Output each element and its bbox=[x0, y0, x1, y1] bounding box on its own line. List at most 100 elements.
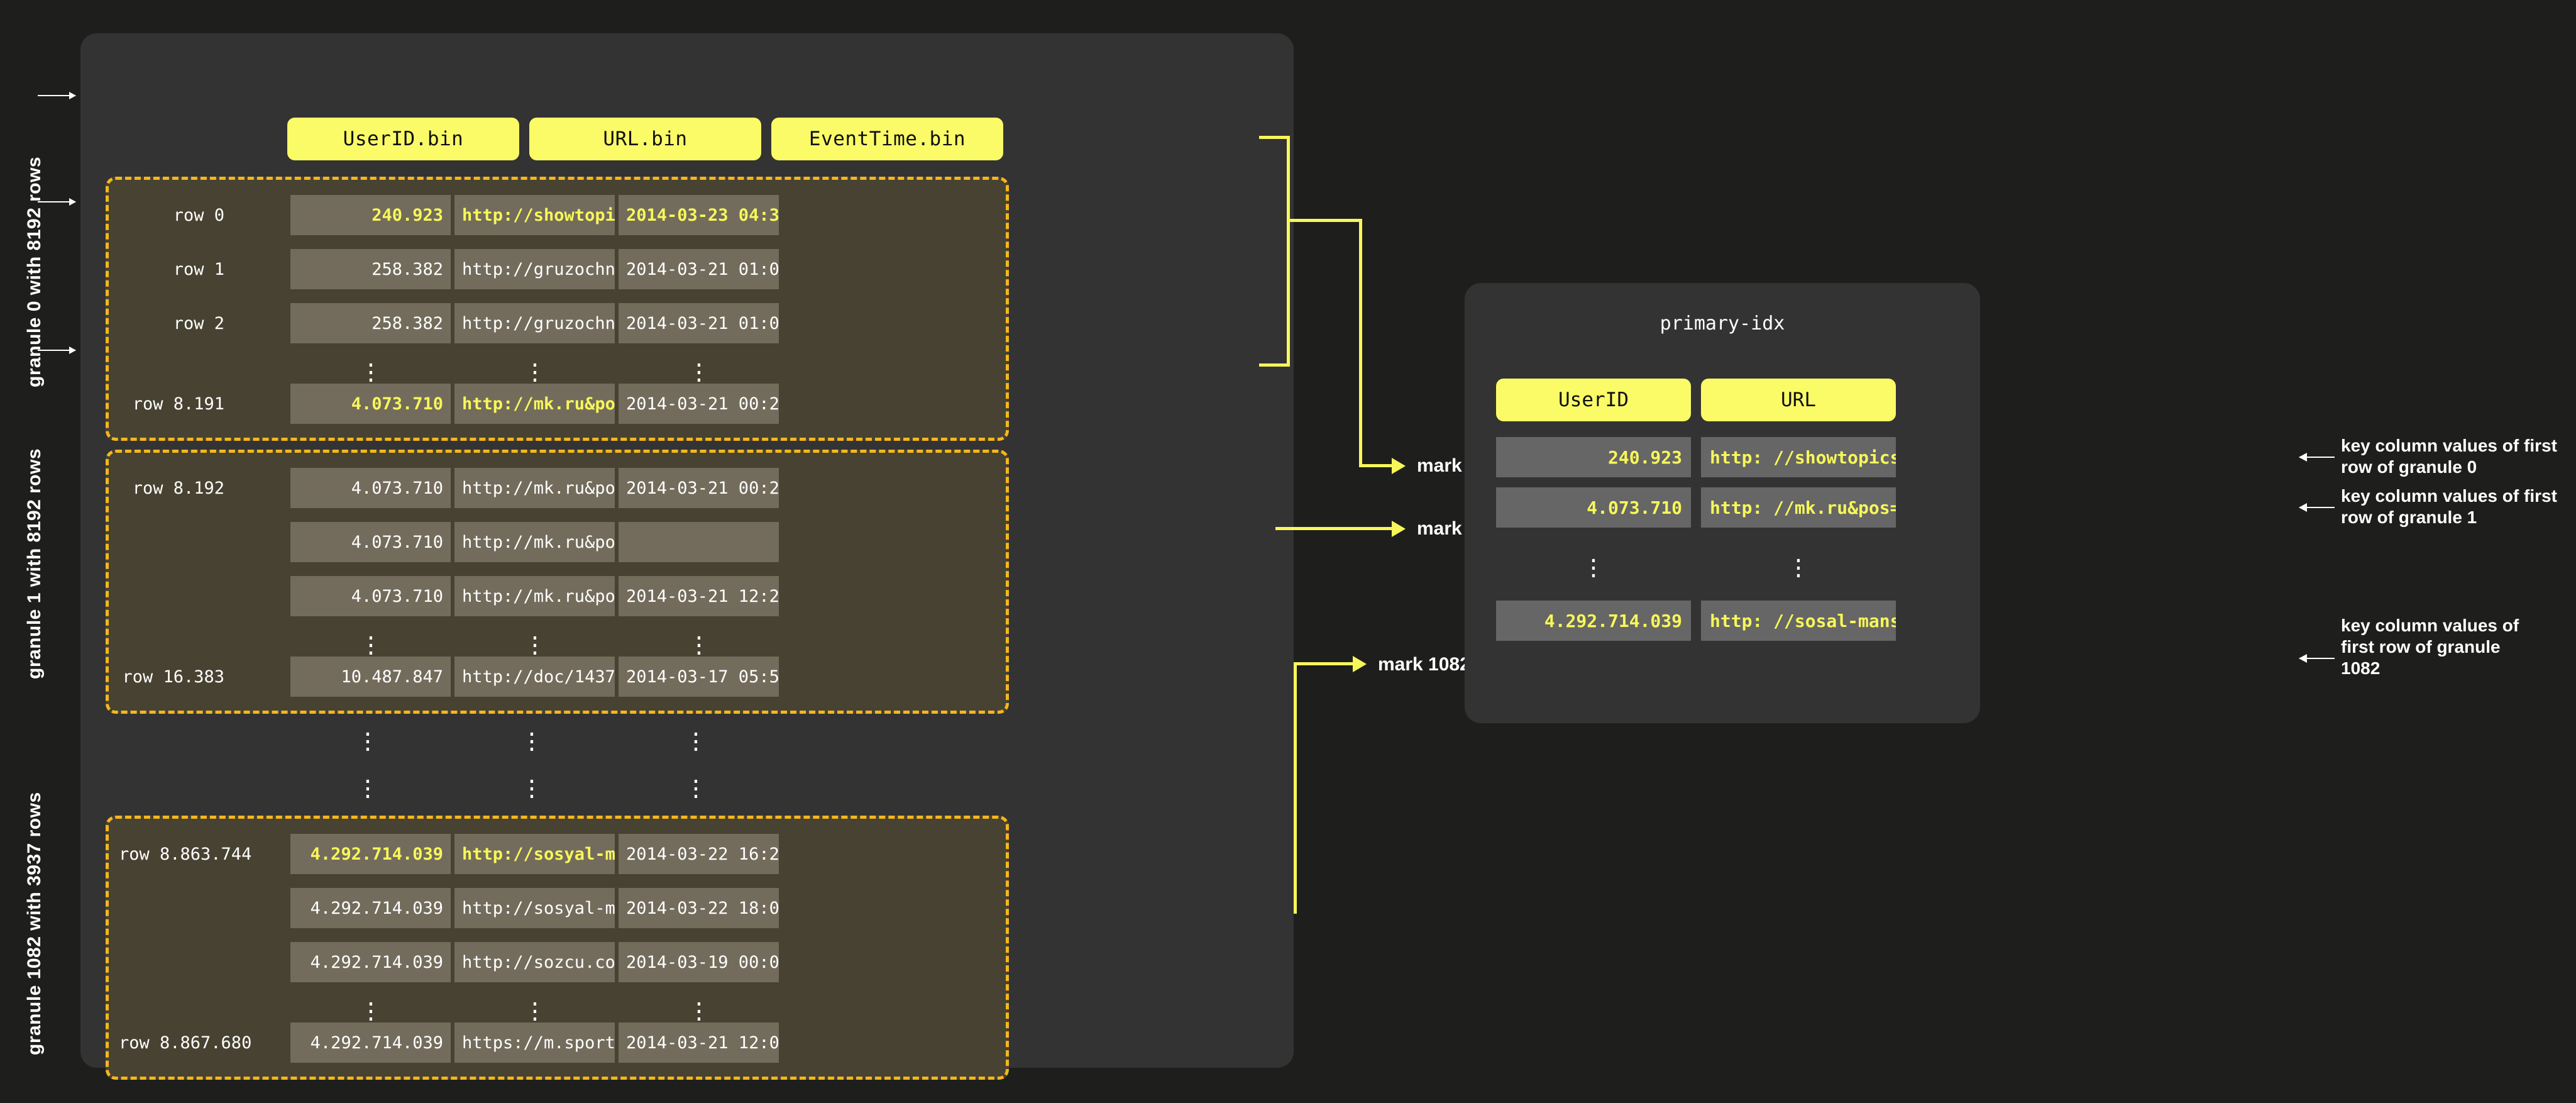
column-header-url-bin: URL.bin bbox=[529, 118, 761, 160]
table-row: 4.073.710 http://mk.ru&pos=3_0 2014-03-2… bbox=[109, 576, 1006, 616]
cell-eventtime: 2014-03-21 00:27:07 bbox=[619, 468, 779, 508]
vertical-ellipsis-icon: ... bbox=[528, 986, 542, 1026]
granule-1-side-label: granule 1 with 8192 rows bbox=[24, 448, 45, 679]
mark-1-connector-h bbox=[1275, 527, 1394, 530]
mark-1082-connector-h bbox=[1294, 662, 1355, 665]
cell-eventtime: 2014-03-21 01:03:28 bbox=[619, 249, 779, 289]
cell-eventtime bbox=[619, 522, 779, 562]
cell-eventtime: 2014-03-21 12:05:41 bbox=[619, 1023, 779, 1063]
cell-userid: 4.073.710 bbox=[290, 384, 451, 424]
cell-url: http://gruzochno.ru/ekat... bbox=[454, 303, 615, 343]
cell-userid: 4.073.710 bbox=[290, 576, 451, 616]
mark-1082-connector-v bbox=[1294, 662, 1297, 914]
cell-url: http://mk.ru&pos=3_0 bbox=[454, 576, 615, 616]
mark-0-bracket-spine bbox=[1287, 136, 1290, 367]
row-label bbox=[109, 942, 232, 982]
row-label: row 8.192 bbox=[132, 478, 224, 498]
granule-1-box: row 8.192 4.073.710 http://mk.ru&pos=3_0… bbox=[106, 450, 1009, 714]
cell-url: http://mk.ru&pos=3_0 bbox=[454, 522, 615, 562]
mark-1-arrowhead bbox=[1392, 521, 1406, 537]
vertical-ellipsis-icon: ... bbox=[689, 763, 703, 804]
vertical-ellipsis-icon: ... bbox=[528, 620, 542, 660]
cell-eventtime: 2014-03-21 12:25:12 bbox=[619, 576, 779, 616]
table-row: row 8.192 4.073.710 http://mk.ru&pos=3_0… bbox=[109, 468, 1006, 508]
cell-url: http://mk.ru&pos=3_0 bbox=[454, 468, 615, 508]
table-row: row 8.191 4.073.710 http://mk.ru&pos=3_0… bbox=[109, 384, 1006, 424]
vertical-ellipsis-icon: ... bbox=[1792, 543, 1805, 583]
primary-index-title: primary-idx bbox=[1660, 313, 1785, 335]
cell-eventtime: 2014-03-23 04:39:21 bbox=[619, 195, 779, 235]
row-label: row 16.383 bbox=[122, 667, 224, 687]
cell-url: http://showtopics.html%3... bbox=[454, 195, 615, 235]
idx-cell-url: http: //mk.ru&pos=3_0 bbox=[1701, 487, 1896, 528]
idx-cell-url: http: //showtopics.html%3... bbox=[1701, 437, 1896, 477]
table-row: row 16.383 10.487.847 http://doc/1437831… bbox=[109, 657, 1006, 697]
cell-eventtime: 2014-03-22 16:22:00 bbox=[619, 834, 779, 874]
annotation-1082-arrow bbox=[2299, 654, 2335, 663]
cell-url: http://mk.ru&pos=3_0 bbox=[454, 384, 615, 424]
vertical-ellipsis-icon: ... bbox=[528, 347, 542, 387]
vertical-ellipsis-icon: ... bbox=[692, 620, 706, 660]
table-row: row 8.863.744 4.292.714.039 http://sosya… bbox=[109, 834, 1006, 874]
vertical-ellipsis-icon: ... bbox=[525, 716, 539, 757]
granule-1082-side-label: granule 1082 with 3937 rows bbox=[24, 792, 45, 1055]
row-label: row 8.191 bbox=[132, 394, 224, 414]
idx-cell-userid: 240.923 bbox=[1496, 437, 1691, 477]
annotation-1-arrow bbox=[2299, 503, 2335, 512]
table-row: 4.292.714.039 http://sozcu.com.tr/oaut 2… bbox=[109, 942, 1006, 982]
idx-cell-userid: 4.073.710 bbox=[1496, 487, 1691, 528]
table-row: row 1 258.382 http://gruzochno.ru/ekat..… bbox=[109, 249, 1006, 289]
cell-userid: 4.292.714.039 bbox=[290, 888, 451, 928]
row-label bbox=[109, 888, 232, 928]
vertical-ellipsis-icon: ... bbox=[364, 986, 378, 1026]
granule-0-side-label: granule 0 with 8192 rows bbox=[24, 156, 45, 387]
vertical-ellipsis-icon: ... bbox=[689, 716, 703, 757]
mark-0-arrowhead bbox=[1392, 458, 1406, 474]
granule-0-box: row 0 240.923 http://showtopics.html%3..… bbox=[106, 177, 1009, 441]
mark-1082-arrowhead bbox=[1353, 656, 1367, 672]
row-label: row 1 bbox=[173, 259, 224, 279]
column-header-eventtime-bin: EventTime.bin bbox=[771, 118, 1003, 160]
vertical-ellipsis-icon: ... bbox=[692, 347, 706, 387]
table-row: row 0 240.923 http://showtopics.html%3..… bbox=[109, 195, 1006, 235]
idx-column-header-url: URL bbox=[1701, 379, 1896, 421]
cell-eventtime: 2014-03-17 05:50:01 bbox=[619, 657, 779, 697]
primary-index-panel: primary-idx UserID URL 240.923 http: //s… bbox=[1465, 283, 1980, 723]
mark-0-connector-v bbox=[1359, 219, 1362, 467]
cell-userid: 4.292.714.039 bbox=[290, 942, 451, 982]
idx-column-header-userid: UserID bbox=[1496, 379, 1691, 421]
row-label: row 2 bbox=[173, 313, 224, 333]
granule-0-side-arrow bbox=[38, 92, 76, 99]
row-label bbox=[109, 576, 232, 616]
cell-userid: 258.382 bbox=[290, 303, 451, 343]
cell-userid: 4.292.714.039 bbox=[290, 834, 451, 874]
mark-0-connector-h1 bbox=[1287, 219, 1362, 222]
data-part-panel: UserID.bin URL.bin EventTime.bin row 0 2… bbox=[80, 33, 1294, 1080]
annotation-granule-1: key column values of first row of granul… bbox=[2341, 486, 2557, 527]
cell-url: http://doc/1437831&is_mo... bbox=[454, 657, 615, 697]
granule-1082-box: row 8.863.744 4.292.714.039 http://sosya… bbox=[106, 816, 1009, 1080]
granule-1-side-arrow bbox=[38, 198, 76, 206]
idx-cell-userid: 4.292.714.039 bbox=[1496, 601, 1691, 641]
cell-url: http://sosyal-mansetleri... bbox=[454, 888, 615, 928]
vertical-ellipsis-icon: ... bbox=[364, 620, 378, 660]
cell-userid: 4.292.714.039 bbox=[290, 1023, 451, 1063]
cell-userid: 4.073.710 bbox=[290, 522, 451, 562]
vertical-ellipsis-icon: ... bbox=[361, 716, 375, 757]
row-label bbox=[109, 522, 232, 562]
vertical-ellipsis-icon: ... bbox=[692, 986, 706, 1026]
cell-userid: 4.073.710 bbox=[290, 468, 451, 508]
vertical-ellipsis-icon: ... bbox=[525, 763, 539, 804]
cell-url: https://m.sport.airway/? bbox=[454, 1023, 615, 1063]
cell-eventtime: 2014-03-21 01:04:08 bbox=[619, 303, 779, 343]
table-row: 4.073.710 http://mk.ru&pos=3_0 bbox=[109, 522, 1006, 562]
mark-1082-label: mark 1082 bbox=[1378, 654, 1470, 675]
cell-eventtime: 2014-03-22 18:02:12 bbox=[619, 888, 779, 928]
cell-userid: 10.487.847 bbox=[290, 657, 451, 697]
cell-url: http://gruzochno.ru/ekat... bbox=[454, 249, 615, 289]
annotation-granule-0: key column values of first row of granul… bbox=[2341, 436, 2557, 477]
vertical-ellipsis-icon: ... bbox=[361, 763, 375, 804]
cell-url: http://sosyal-mansetleri... bbox=[454, 834, 615, 874]
annotation-0-arrow bbox=[2299, 453, 2335, 462]
